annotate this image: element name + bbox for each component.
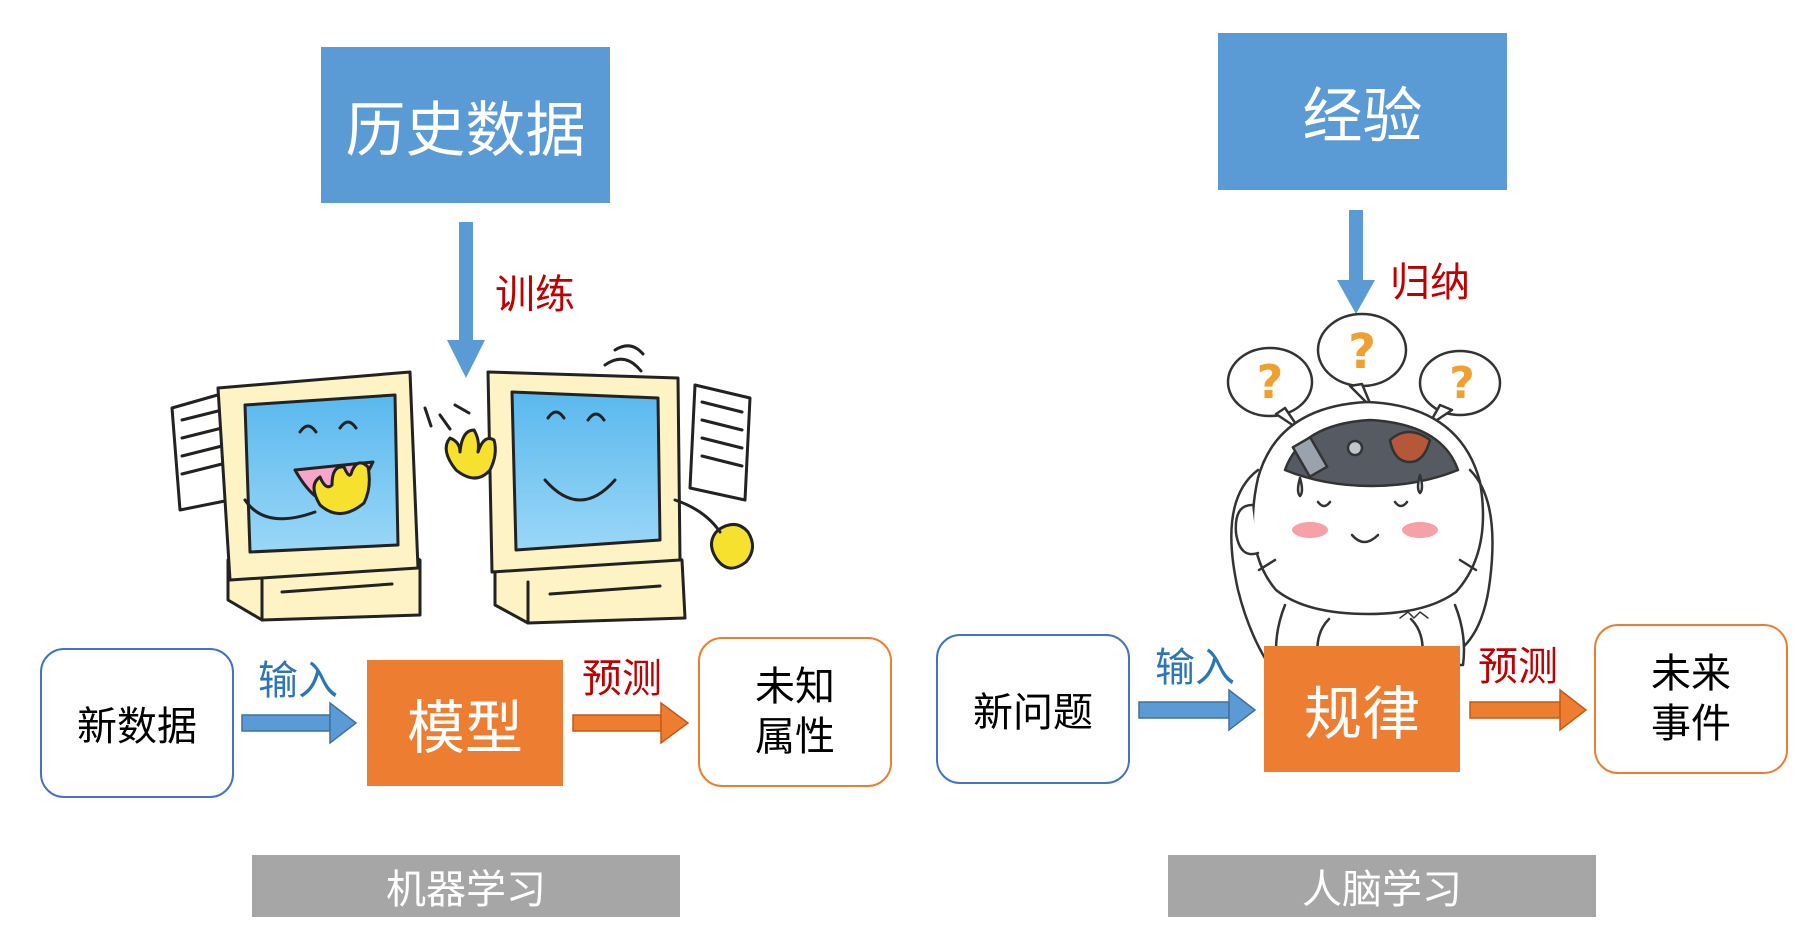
induce-label: 归纳 (1390, 260, 1470, 306)
thought-mark-center: ? (1348, 324, 1376, 380)
train-label: 训练 (495, 272, 575, 318)
head-illustration (1226, 312, 1502, 667)
machine-core-box: 模型 (367, 660, 563, 786)
machine-input-arrow (241, 701, 358, 745)
human-predict-label: 预测 (1478, 644, 1558, 690)
machine-input-box: 新数据 (40, 648, 234, 798)
train-arrow (447, 222, 485, 378)
human-source-box: 经验 (1218, 33, 1507, 190)
machine-input-label: 输入 (258, 658, 338, 704)
machine-source-box: 历史数据 (321, 47, 610, 203)
human-input-box: 新问题 (936, 634, 1130, 784)
machine-caption: 机器学习 (252, 855, 680, 917)
induce-arrow (1337, 210, 1375, 314)
human-core-box: 规律 (1264, 646, 1460, 772)
machine-predict-label: 预测 (582, 656, 662, 702)
human-input-label: 输入 (1155, 645, 1235, 691)
human-output-box: 未来 事件 (1594, 624, 1788, 774)
machine-output-box: 未知 属性 (698, 637, 892, 787)
human-input-arrow (1138, 688, 1257, 732)
human-predict-arrow (1469, 688, 1588, 732)
computers-illustration (170, 344, 754, 625)
machine-predict-arrow (572, 701, 690, 745)
human-caption: 人脑学习 (1168, 855, 1596, 917)
thought-mark-right: ? (1449, 358, 1475, 409)
thought-mark-left: ? (1257, 355, 1284, 409)
